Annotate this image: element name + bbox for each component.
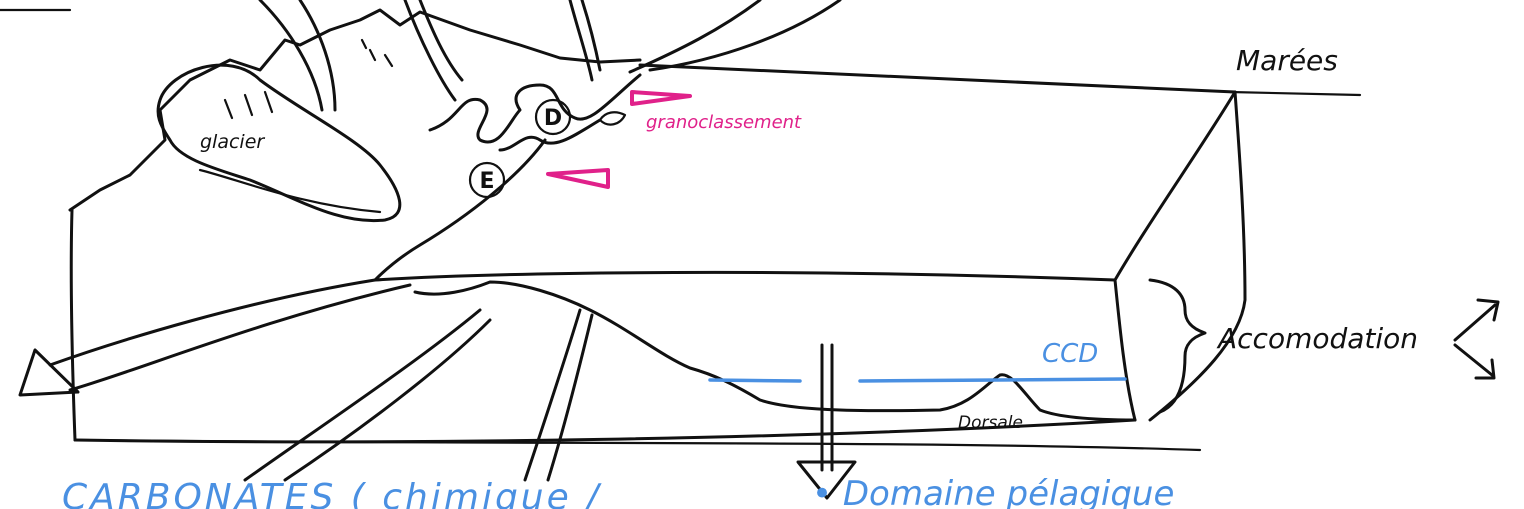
granoclassement-triangle-upper (632, 92, 690, 104)
baseline (80, 440, 1200, 450)
carbonates-arrow-1b (285, 320, 490, 480)
ccd-line-right (860, 379, 1125, 381)
accomodation-arrow-down (1455, 345, 1492, 375)
granoclassement-triangle-lower (548, 170, 608, 187)
block-right-back-side (1150, 92, 1245, 420)
block-right-diagonal (1115, 92, 1235, 280)
seafloor-profile (415, 282, 1135, 420)
ccd-label: CCD (1042, 339, 1098, 369)
arrow-3-left (570, 0, 592, 80)
domaine-pelagique-heading: • Domaine pélagique (812, 474, 1174, 509)
mountain-hatch (362, 40, 392, 66)
delta-coast-upper (430, 75, 640, 142)
left-arrow-bottom (70, 285, 410, 390)
block-top-back-edge (640, 65, 1235, 92)
marees-level-line (1230, 92, 1360, 95)
accomodation-label: Accomodation (1216, 322, 1418, 355)
arrow-1-left (260, 0, 322, 110)
ccd-line-left (710, 380, 800, 381)
carbonates-arrow-1a (245, 310, 480, 480)
carbonates-heading: CARBONATES ( chimique / (62, 477, 602, 509)
glacier-inner-line (200, 170, 380, 212)
accomodation-arrow-up (1455, 305, 1495, 340)
glacier-label: glacier (200, 131, 265, 153)
glacier-outline (158, 65, 400, 220)
shell-sketch (600, 112, 625, 124)
accomodation-brace (1150, 280, 1205, 412)
block-right-front-side (1115, 280, 1135, 420)
arrow-2-right (420, 0, 462, 80)
marker-d-label: D (544, 106, 562, 131)
dorsale-label: Dorsale (958, 413, 1023, 433)
glacier-hatch (225, 92, 272, 118)
block-front-top-edge (375, 272, 1115, 280)
left-arrow-top (50, 280, 375, 365)
block-left-side (71, 210, 75, 440)
marker-e-label: E (479, 169, 494, 194)
granoclassement-label: granoclassement (646, 112, 802, 133)
marees-label: Marées (1236, 44, 1338, 77)
